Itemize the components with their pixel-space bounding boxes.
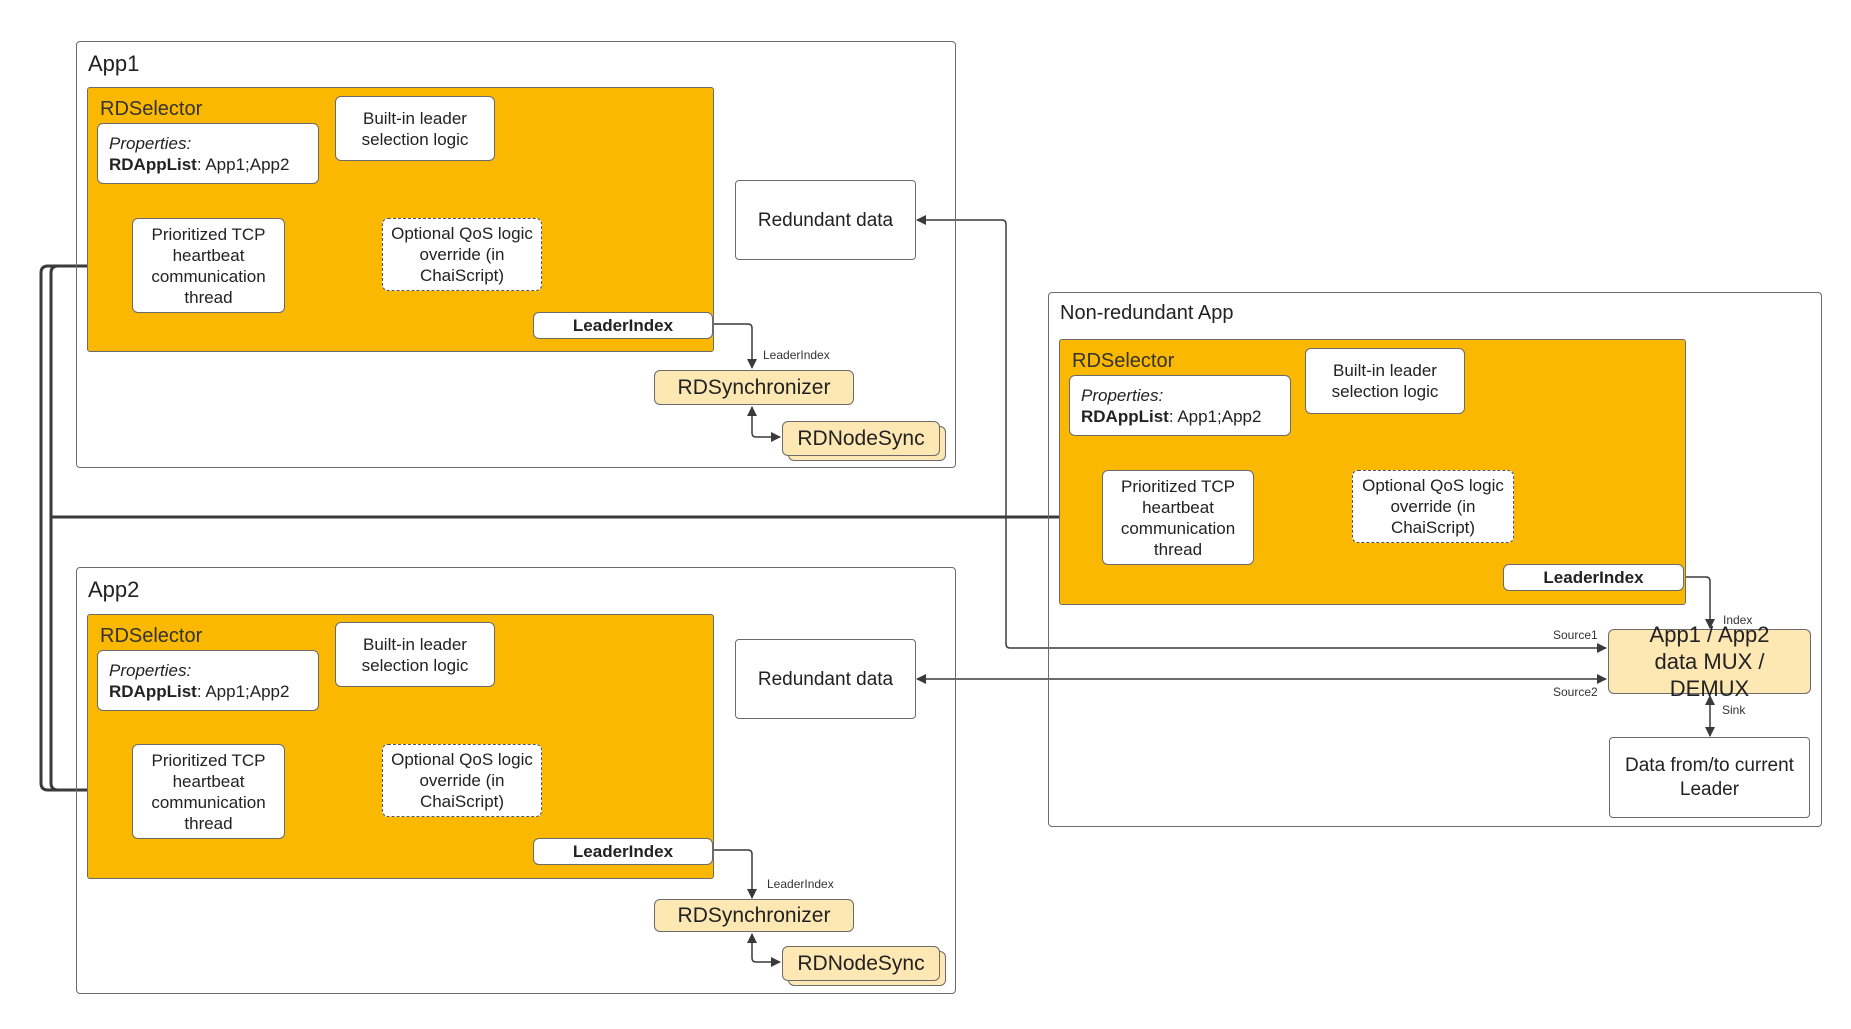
nonredundant-container: Non-redundant App — [1048, 292, 1822, 827]
app2-qos-box: Optional QoS logic override (in ChaiScri… — [382, 744, 542, 817]
app1-rdselector-title: RDSelector — [100, 98, 203, 120]
data-leader-box: Data from/to current Leader — [1609, 737, 1810, 818]
nr-qos-box: Optional QoS logic override (in ChaiScri… — [1352, 470, 1514, 543]
mux-demux-box: App1 / App2 data MUX / DEMUX — [1608, 622, 1811, 701]
app1-leaderindex-box: LeaderIndex — [533, 312, 713, 339]
nr-leaderindex-box: LeaderIndex — [1503, 564, 1684, 591]
app2-title: App2 — [88, 577, 140, 602]
heartbeat-bus-inner — [49, 264, 129, 797]
app1-redundant-data: Redundant data — [735, 180, 916, 260]
app2-rdselector-title: RDSelector — [100, 625, 203, 647]
app1-leaderindex-label: LeaderIndex — [763, 348, 830, 362]
app2-property-key: RDAppList — [109, 682, 197, 701]
source1-line — [916, 215, 1607, 653]
app2-property-value: : App1;App2 — [196, 682, 290, 701]
app2-builtin-leader-box: Built-in leader selection logic — [335, 622, 495, 687]
source2-label: Source2 — [1553, 685, 1598, 699]
leader-to-mux-line-nr — [1683, 576, 1715, 629]
app1-rdnodesync: RDNodeSync — [782, 421, 940, 456]
app1-builtin-leader-box: Built-in leader selection logic — [335, 96, 495, 161]
app2-tcp-box: Prioritized TCP heartbeat communication … — [132, 744, 285, 839]
source1-label: Source1 — [1553, 628, 1598, 642]
app1-container: App1 — [76, 41, 956, 468]
app1-property-value: : App1;App2 — [196, 155, 290, 174]
nr-builtin-leader-box: Built-in leader selection logic — [1305, 348, 1465, 414]
sync-node-line-app2 — [747, 933, 781, 967]
app2-rdnodesync: RDNodeSync — [782, 946, 940, 981]
nr-property-key: RDAppList — [1081, 407, 1169, 426]
app1-property-key: RDAppList — [109, 155, 197, 174]
app2-leaderindex-label: LeaderIndex — [767, 877, 834, 891]
app1-properties-title: Properties: — [109, 134, 192, 153]
nr-properties: Properties: RDAppList: App1;App2 — [1069, 375, 1291, 436]
nr-index-label: Index — [1723, 613, 1753, 627]
app1-rdsynchronizer: RDSynchronizer — [654, 370, 854, 405]
app2-container: App2 — [76, 567, 956, 994]
heartbeat-bus-outer — [39, 264, 129, 797]
leader-to-sync-line-app1 — [712, 323, 757, 369]
app2-properties: Properties: RDAppList: App1;App2 — [97, 650, 319, 711]
sync-node-line-app1 — [747, 406, 781, 442]
app2-properties-title: Properties: — [109, 661, 192, 680]
nr-property-value: : App1;App2 — [1168, 407, 1262, 426]
app2-rdsynchronizer: RDSynchronizer — [654, 899, 854, 932]
sink-label: Sink — [1722, 703, 1746, 717]
app2-leaderindex-box: LeaderIndex — [533, 838, 713, 865]
nr-rdselector-title: RDSelector — [1072, 350, 1175, 372]
leader-to-sync-line-app2 — [712, 849, 757, 899]
nr-tcp-box: Prioritized TCP heartbeat communication … — [1102, 470, 1254, 565]
app1-tcp-box: Prioritized TCP heartbeat communication … — [132, 218, 285, 313]
app1-title: App1 — [88, 51, 140, 76]
app1-qos-box: Optional QoS logic override (in ChaiScri… — [382, 218, 542, 291]
nr-properties-title: Properties: — [1081, 386, 1164, 405]
nonredundant-title: Non-redundant App — [1060, 302, 1234, 324]
app2-redundant-data: Redundant data — [735, 639, 916, 719]
app1-properties: Properties: RDAppList: App1;App2 — [97, 123, 319, 184]
